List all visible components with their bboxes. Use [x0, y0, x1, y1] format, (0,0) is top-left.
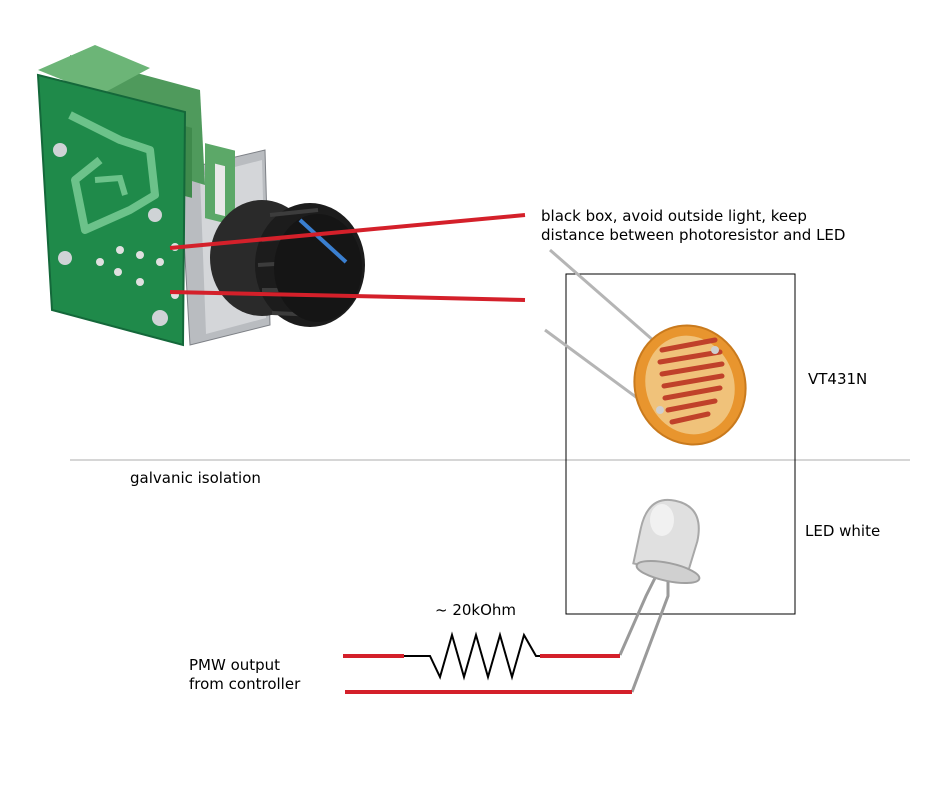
led-icon — [618, 498, 701, 693]
photoresistor-icon — [544, 248, 747, 446]
black-box-outline — [565, 273, 796, 615]
resistor-label: ~ 20kOhm — [435, 601, 517, 619]
wires-pwm-side — [343, 654, 632, 694]
resistor-icon — [404, 631, 540, 681]
dimmer-module-icon — [36, 45, 365, 347]
pwm-source-label: PMW output from controller — [189, 656, 301, 693]
wires-controller-side — [169, 213, 526, 302]
led-label: LED white — [805, 522, 881, 540]
photoresistor-label: VT431N — [808, 370, 868, 388]
enclosure-note: black box, avoid outside light, keep dis… — [541, 207, 846, 244]
isolation-label: galvanic isolation — [130, 469, 261, 487]
